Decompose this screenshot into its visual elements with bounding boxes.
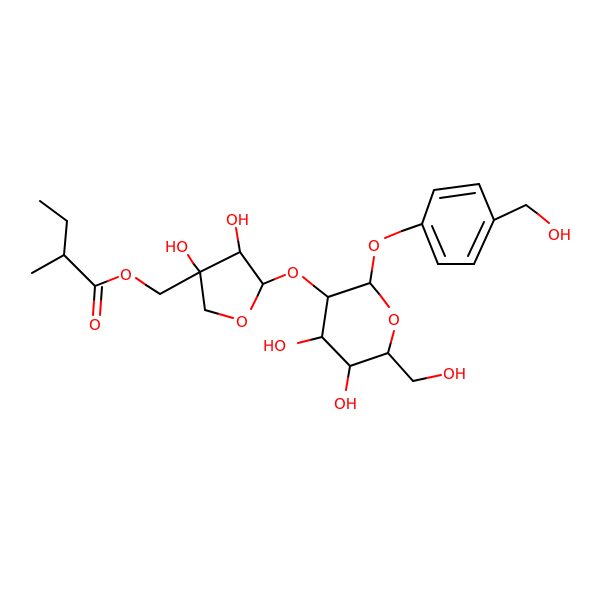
bond-c3-oh-o xyxy=(187,254,194,264)
pyranose-ring-oxygen-label: O xyxy=(388,311,400,329)
bond-ch2-ester-o xyxy=(145,284,161,295)
bond-ar3-ar4 xyxy=(478,183,495,221)
furanose-ring-oxygen-label: O xyxy=(236,313,248,331)
aryl-ether-oxygen-label: O xyxy=(368,237,380,255)
bond-glyco-p2-o xyxy=(302,276,315,287)
bond-alpha-carbonyl xyxy=(63,254,96,287)
bond-p4-p5 xyxy=(349,352,389,367)
bond-ar4-ch2 xyxy=(493,204,527,221)
bond-c1-ringo-o xyxy=(250,296,258,310)
bond-glyco-p2-c xyxy=(313,285,329,298)
bond-ar2-ar3 xyxy=(433,183,480,191)
bond-c2-c1 xyxy=(239,251,264,285)
bond-ester-o-carbonyl xyxy=(107,276,119,282)
bond-ch2-oh-c xyxy=(412,377,428,382)
bond-carbonyl-o-b xyxy=(99,300,102,316)
pyranose-hydroxyl-c3-label: OH xyxy=(334,395,357,413)
bond-c1-glyco-c xyxy=(262,278,276,285)
bond-c1-glyco-o xyxy=(274,274,286,280)
pyranose-ch2oh-label: OH xyxy=(443,365,466,383)
heteroatom-bonds xyxy=(92,204,550,391)
bond-ar4-ar5-inner xyxy=(467,221,485,257)
ester-oxygen-label: O xyxy=(120,266,132,284)
bond-c1-ringo-c xyxy=(256,283,264,298)
bond-p1-ringo-o xyxy=(379,294,390,308)
pyranose-hydroxyl-c2-label: HO xyxy=(263,337,286,355)
bond-ar6-ar1 xyxy=(421,223,439,265)
bond-ar4-ar5 xyxy=(473,219,495,265)
bond-p4-oh-c xyxy=(347,365,351,379)
carbonyl-oxygen-label: O xyxy=(89,316,101,334)
bond-p1-aryl-o-c xyxy=(369,269,373,284)
quaternary-hydroxyl-label: HO xyxy=(165,238,188,256)
bond-benzyl-oh-o xyxy=(537,213,550,224)
bond-p5-ringo-o xyxy=(390,330,395,343)
bond-p4-oh-o xyxy=(345,377,349,391)
bond-c2-oh-o xyxy=(235,227,239,241)
bond-p2-p3 xyxy=(321,296,329,338)
carbon-bonds xyxy=(31,183,527,382)
bond-ar1-ar2 xyxy=(421,189,435,225)
bond-ethyl-ch3 xyxy=(39,200,68,222)
bond-aryl-o-ar1-o xyxy=(384,230,403,239)
bond-p1-aryl-o-o xyxy=(371,256,375,271)
bond-carbonyl-o-a xyxy=(92,300,95,316)
bond-ch2-oh-o xyxy=(426,374,442,379)
bond-carbonyl-c-o-b xyxy=(100,286,103,302)
bond-carbonyl-c-ester-o xyxy=(94,280,109,287)
bond-c3-oh-c xyxy=(192,262,201,273)
furanose-hydroxyl-label: OH xyxy=(226,211,249,229)
bond-ch2-quaternary xyxy=(159,271,201,295)
glycosidic-oxygen-label: O xyxy=(287,264,299,282)
bond-c4-ringo-c xyxy=(204,309,220,315)
bond-p2-p1 xyxy=(327,282,371,298)
benzyl-hydroxyl-label: OH xyxy=(548,226,571,244)
bond-p1-ringo-c xyxy=(369,282,381,296)
bond-ar2-ar3-inner xyxy=(439,192,476,199)
bond-ar6-ar1-inner xyxy=(431,225,446,257)
bond-methyl-branch xyxy=(31,254,65,274)
bond-carbonyl-c-o-a xyxy=(93,285,96,302)
bond-p3-p4 xyxy=(321,336,351,367)
bond-benzyl-oh-c xyxy=(525,204,539,215)
bond-p5-ch2 xyxy=(387,352,414,382)
bond-ester-o-ch2 xyxy=(135,277,147,286)
bond-aryl-o-ar1-c xyxy=(401,223,423,232)
atom-labels: O O HO OH O O O OH O HO OH OH xyxy=(89,211,571,413)
bond-c3-c4 xyxy=(199,271,206,311)
bond-ethyl-ch2 xyxy=(63,220,68,256)
bond-c3-c2 xyxy=(199,251,241,273)
bond-p5-ringo-c xyxy=(387,341,392,354)
bond-c4-ringo-o xyxy=(218,313,234,319)
bond-c2-oh-c xyxy=(237,239,241,253)
bond-p3-oh-c xyxy=(309,336,323,341)
bond-p3-oh-o xyxy=(297,339,311,344)
